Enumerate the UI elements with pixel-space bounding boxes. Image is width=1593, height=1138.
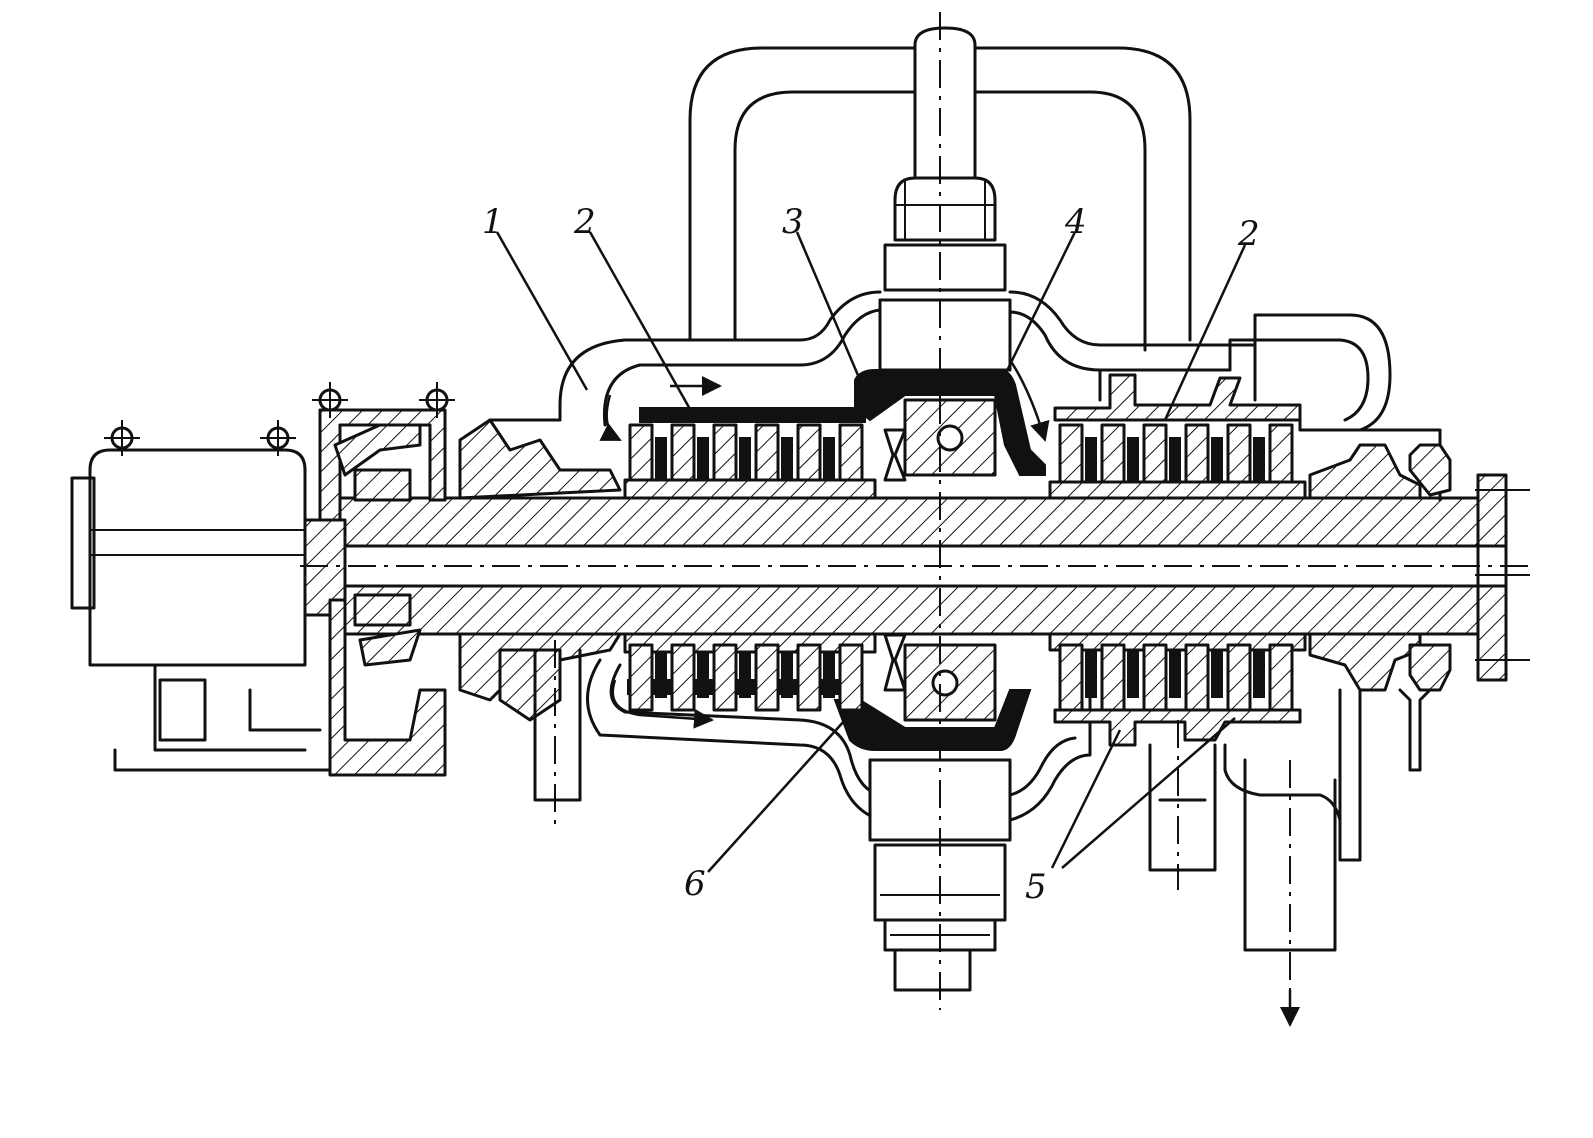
upper-casing [488,290,1392,432]
bearing-housing [312,382,455,777]
callout-2-left: 2 [573,202,596,242]
left-impeller-stack-upper [623,369,1046,500]
drive-motor [70,420,332,772]
right-end-housing [1298,418,1452,862]
right-impeller-stack-upper [1048,373,1307,500]
discharge-nozzles [1148,720,1342,1027]
callout-5: 5 [1025,867,1047,907]
vertical-nozzle-top [878,26,1012,372]
callout-6: 6 [684,864,706,904]
leader-lines [495,231,1247,873]
left-impeller-stack-lower [623,632,1032,751]
callout-4: 4 [1064,202,1087,242]
left-seal-housing [458,418,622,830]
callout-labels: 1 2 3 4 2 5 6 [482,202,1260,907]
callout-2-right: 2 [1237,214,1260,254]
flow-arrows-lower [611,679,714,729]
callout-1: 1 [482,202,504,242]
callout-3: 3 [782,202,804,242]
